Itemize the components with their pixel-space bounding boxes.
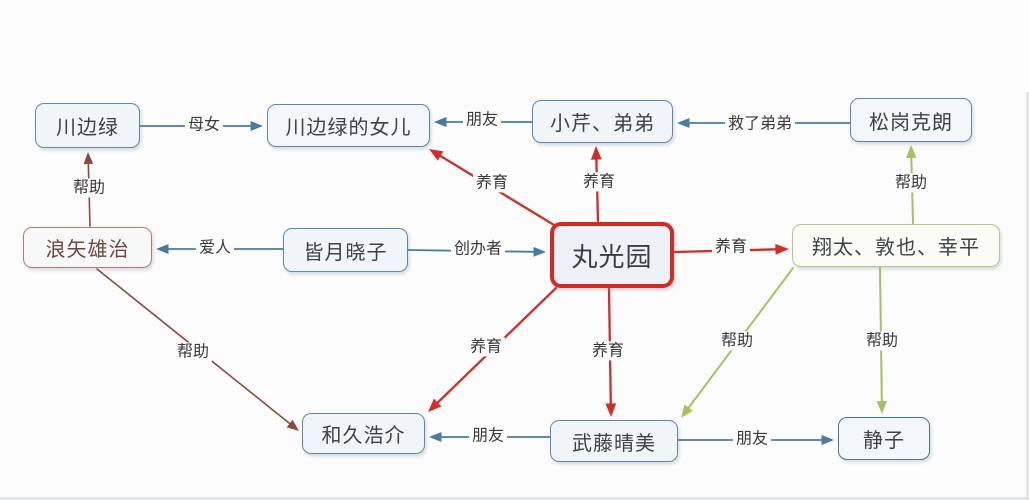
node-minazuki-xiaozi[interactable]: 皆月晓子	[283, 228, 408, 272]
edge-arrowhead-icon	[428, 398, 442, 412]
node-shota-group[interactable]: 翔太、敦也、幸平	[792, 224, 1000, 267]
edge-arrowhead-icon	[681, 404, 693, 418]
edge-arrowhead-icon	[876, 401, 887, 414]
edge-label-marukoen-to-shota-group: 养育	[711, 237, 751, 257]
edge-arrowhead-icon	[429, 149, 444, 161]
edge-arrowhead-icon	[775, 243, 789, 255]
node-shizuko[interactable]: 静子	[838, 417, 930, 460]
edge-label-shota-group-to-matsuoka-kelang: 帮助	[891, 173, 931, 193]
edge-label-kawabe-midori-to-kawabe-daughter: 母女	[184, 115, 224, 135]
edge-arrowhead-icon	[821, 435, 834, 445]
edge-label-matsuoka-kelang-to-koseri-didi: 救了弟弟	[724, 114, 796, 134]
screenshot-edge-artifact-bottom	[0, 497, 1029, 500]
edge-arrowhead-icon	[434, 117, 447, 127]
edge-label-muto-harumi-to-shizuko: 朋友	[732, 429, 772, 449]
edge-label-marukoen-to-kawabe-daughter: 养育	[472, 173, 512, 193]
edge-label-marukoen-to-muto-harumi: 养育	[588, 341, 628, 361]
node-kawabe-daughter[interactable]: 川边绿的女儿	[267, 104, 430, 147]
edge-arrowhead-icon	[156, 244, 169, 254]
edge-arrowhead-icon	[906, 145, 917, 159]
node-namiya-xiongzhi[interactable]: 浪矢雄治	[23, 227, 152, 268]
edge-label-namiya-xiongzhi-to-kawabe-midori: 帮助	[69, 178, 109, 198]
edge-arrowhead-icon	[677, 118, 690, 128]
edge-arrowhead-icon	[590, 146, 602, 160]
edge-label-marukoen-to-waku-haojie: 养育	[466, 337, 506, 357]
edge-label-minazuki-xiaozi-to-marukoen: 创办者	[450, 239, 506, 259]
edge-arrowhead-icon	[429, 432, 442, 442]
node-kawabe-midori[interactable]: 川边绿	[35, 103, 140, 148]
node-koseri-didi[interactable]: 小芹、弟弟	[532, 100, 673, 143]
edge-label-shota-group-to-shizuko: 帮助	[862, 331, 902, 351]
node-marukoen[interactable]: 丸光园	[550, 222, 674, 288]
edge-arrowhead-icon	[286, 419, 299, 431]
node-waku-haojie[interactable]: 和久浩介	[302, 413, 425, 454]
edge-label-shota-group-to-muto-harumi: 帮助	[717, 331, 757, 351]
node-muto-harumi[interactable]: 武藤晴美	[550, 420, 678, 462]
screenshot-edge-artifact-right	[1026, 92, 1029, 500]
edge-arrowhead-icon	[250, 121, 263, 131]
edge-label-muto-harumi-to-waku-haojie: 朋友	[468, 426, 508, 446]
edge-arrowhead-icon	[83, 152, 94, 165]
edge-label-marukoen-to-koseri-didi: 养育	[579, 172, 619, 192]
edge-label-koseri-didi-to-kawabe-daughter: 朋友	[462, 110, 502, 130]
edge-label-minazuki-xiaozi-to-namiya-xiongzhi: 爱人	[195, 238, 235, 258]
edge-arrowhead-icon	[605, 403, 617, 417]
edge-label-namiya-xiongzhi-to-waku-haojie: 帮助	[173, 342, 213, 362]
node-matsuoka-kelang[interactable]: 松岗克朗	[850, 98, 972, 142]
edge-arrowhead-icon	[533, 246, 546, 257]
